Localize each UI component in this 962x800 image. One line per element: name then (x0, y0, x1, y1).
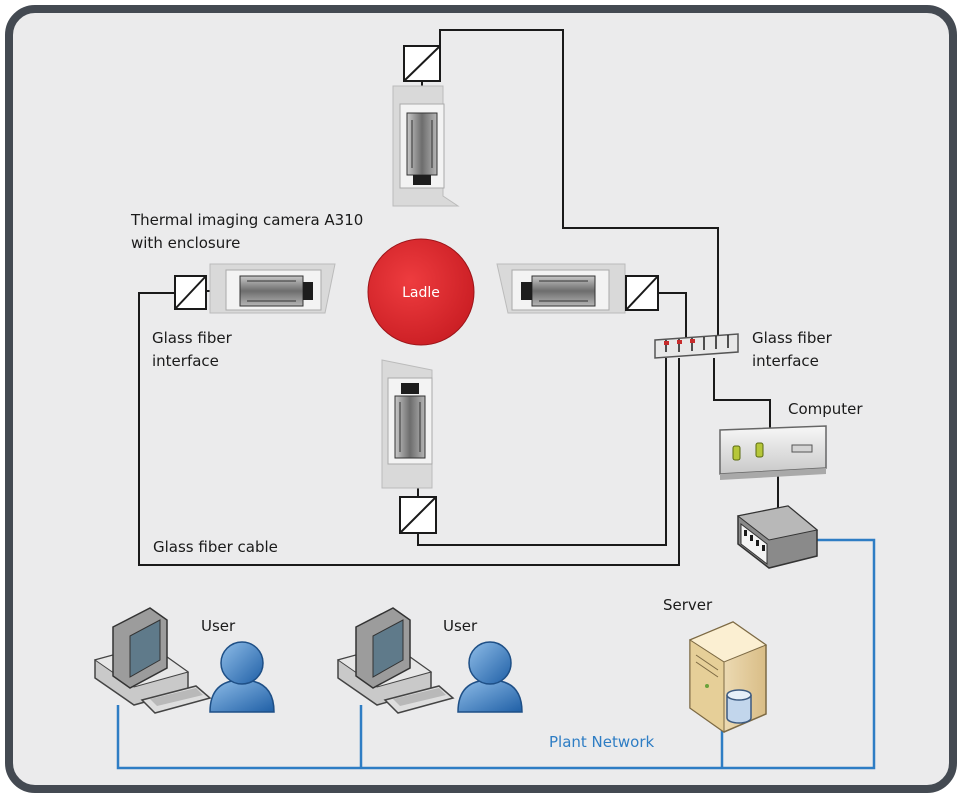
camera-bottom (381, 359, 433, 489)
camera-right (496, 263, 626, 314)
camera-left (209, 263, 336, 314)
camera-label-line-2: with enclosure (131, 234, 240, 252)
computer-label: Computer (788, 400, 863, 418)
user-person-2 (457, 641, 523, 713)
wire-top-camera (439, 29, 719, 346)
fiber-cable-label: Glass fiber cable (153, 538, 278, 556)
user-1-label: User (201, 617, 236, 635)
fiber-interface-right-label-2: interface (752, 352, 819, 370)
wire-left-camera (138, 292, 680, 566)
server-label: Server (663, 596, 713, 614)
ladle (367, 238, 475, 346)
workstation-2 (336, 607, 455, 714)
camera-label-line-1: Thermal imaging camera A310 (130, 211, 363, 229)
fiber-interface-left-label-2: interface (152, 352, 219, 370)
wire-switch-to-computer (713, 358, 771, 430)
ladle-label: Ladle (402, 285, 440, 301)
fiber-interface-right-label-1: Glass fiber (752, 329, 833, 347)
user-person-1 (209, 641, 275, 713)
computer (719, 425, 827, 480)
plant-network-label: Plant Network (549, 733, 655, 751)
fiber-switch (654, 333, 739, 359)
network-trunk (116, 538, 876, 770)
database-icon (726, 689, 752, 724)
media-converter-bottom (399, 496, 437, 534)
diagram-frame (5, 5, 957, 793)
media-converter-right (625, 275, 659, 311)
wire-right-camera (658, 292, 687, 340)
media-converter-top (403, 45, 441, 82)
network-hub (736, 505, 819, 569)
camera-top (392, 85, 460, 207)
network-switch-icon (654, 333, 739, 359)
fiber-interface-left-label-1: Glass fiber (152, 329, 233, 347)
user-2-label: User (443, 617, 478, 635)
media-converter-left (174, 275, 207, 310)
wire-bottom-camera (417, 358, 667, 546)
workstation-1 (93, 607, 212, 714)
server (688, 621, 768, 733)
